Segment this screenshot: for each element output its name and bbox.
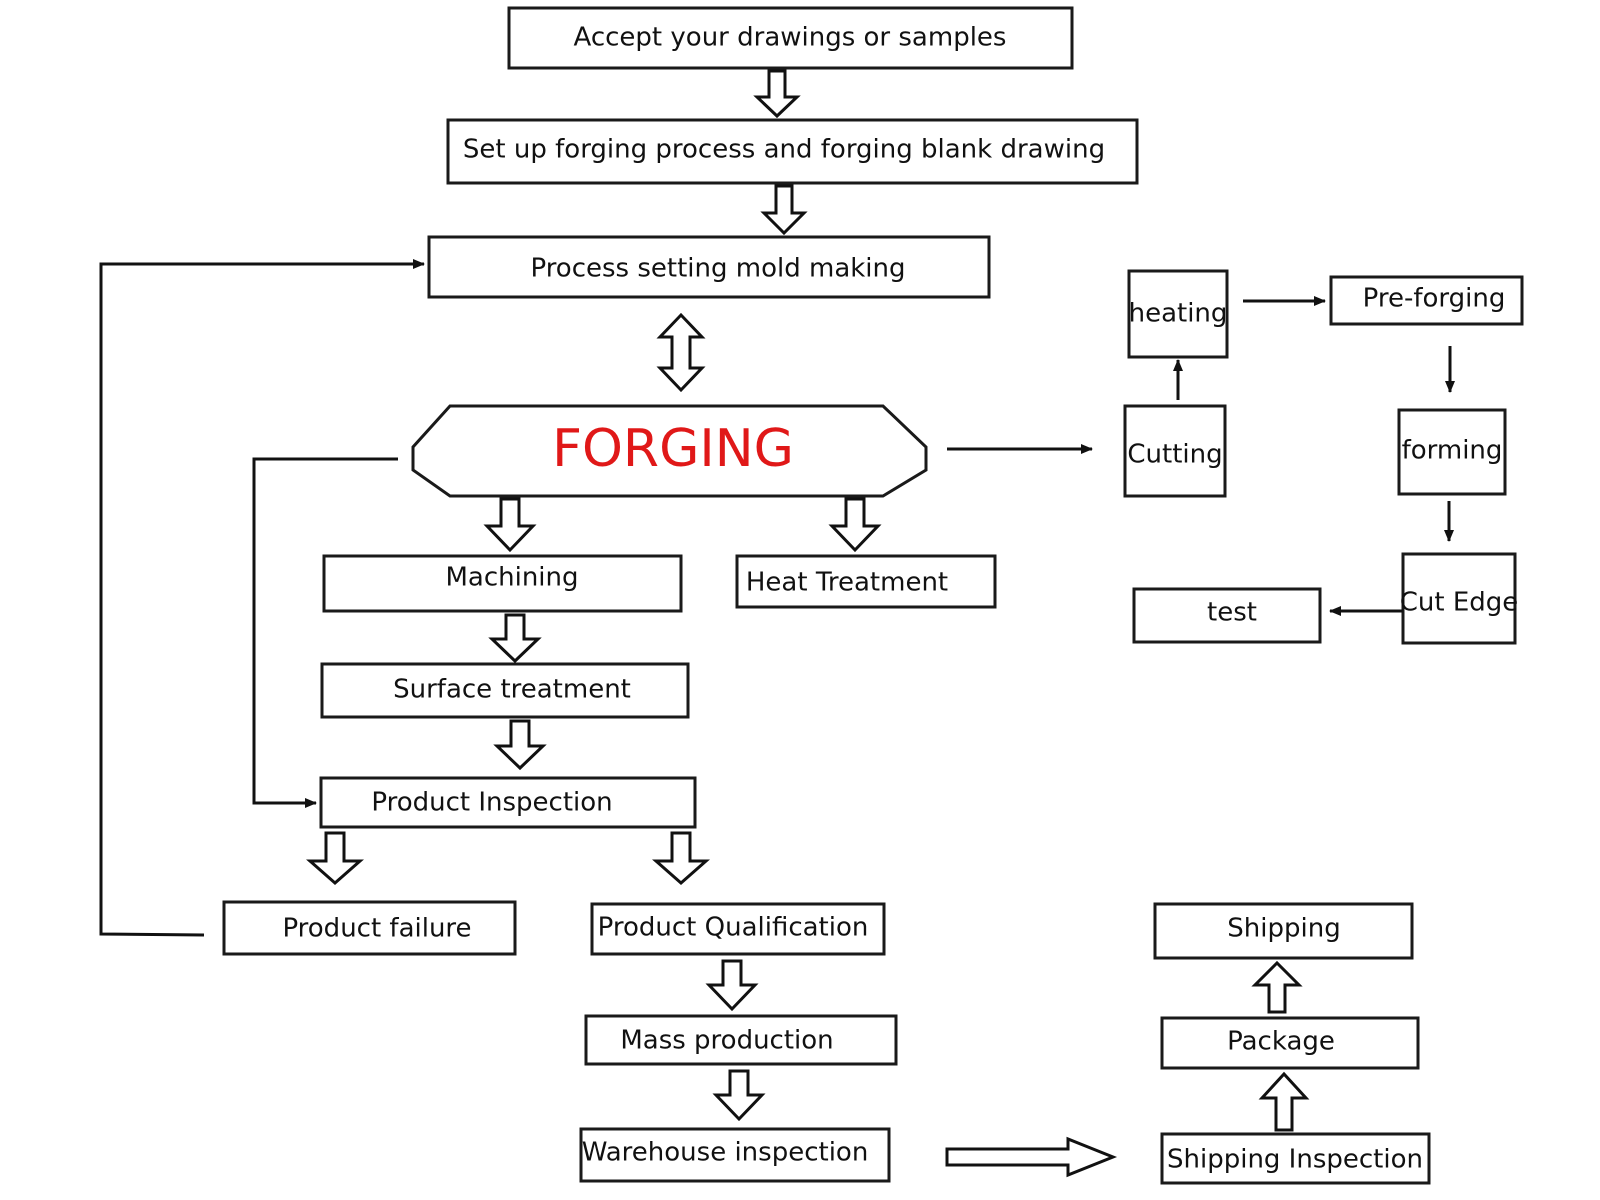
node-machining-label: Machining [445, 563, 578, 593]
node-cutting-label: Cutting [1127, 440, 1222, 470]
hollow-arrow-down [753, 69, 801, 119]
hollow-arrow-up [1258, 1071, 1310, 1132]
node-pre-forging: Pre-forging [1329, 275, 1524, 326]
node-forging-label: FORGING [552, 419, 794, 479]
node-product-qualification: Product Qualification [590, 902, 886, 956]
node-shipping-inspection-label: Shipping Inspection [1167, 1145, 1423, 1175]
node-pre-forging-label: Pre-forging [1363, 284, 1506, 314]
hollow-arrow-right [945, 1136, 1118, 1178]
node-test: test [1132, 587, 1322, 644]
node-accept: Accept your drawings or samples [507, 6, 1074, 70]
hollow-arrow-down [712, 1069, 766, 1122]
hollow-arrow-down [652, 831, 710, 885]
node-heat-treatment-label: Heat Treatment [746, 568, 948, 598]
node-shipping: Shipping [1153, 902, 1414, 960]
node-surface-treatment: Surface treatment [320, 662, 690, 719]
node-warehouse-inspection-label: Warehouse inspection [582, 1138, 869, 1168]
hollow-arrow-down [493, 719, 547, 771]
node-product-failure: Product failure [222, 900, 517, 956]
node-process-setting: Process setting mold making [427, 235, 991, 299]
node-package: Package [1160, 1016, 1420, 1070]
node-accept-label: Accept your drawings or samples [574, 23, 1007, 53]
node-cut-edge-label: Cut Edge [1400, 588, 1519, 618]
hollow-arrow-down [306, 831, 364, 885]
node-product-qualification-label: Product Qualification [598, 913, 869, 943]
node-machining: Machining [322, 554, 683, 613]
node-heat-treatment: Heat Treatment [735, 554, 997, 609]
node-setup: Set up forging process and forging blank… [446, 118, 1139, 185]
node-heating: heating [1127, 269, 1229, 359]
node-forming: forming [1397, 408, 1507, 496]
node-mass-production: Mass production [584, 1014, 898, 1066]
node-cutting: Cutting [1123, 404, 1227, 498]
hollow-arrow-down [760, 184, 808, 236]
node-setup-label: Set up forging process and forging blank… [463, 135, 1105, 165]
node-forging: FORGING [411, 404, 928, 498]
node-cut-edge: Cut Edge [1400, 552, 1519, 645]
node-product-failure-label: Product failure [282, 914, 471, 944]
node-process-setting-label: Process setting mold making [530, 254, 905, 284]
hollow-arrow-down [483, 497, 537, 553]
node-product-inspection-label: Product Inspection [371, 788, 612, 818]
node-forming-label: forming [1402, 436, 1503, 466]
node-heating-label: heating [1129, 299, 1228, 329]
node-test-label: test [1207, 598, 1257, 628]
line-forging-to-inspection [252, 457, 398, 808]
node-surface-treatment-label: Surface treatment [393, 675, 631, 705]
hollow-arrow-up [1251, 960, 1303, 1014]
node-mass-production-label: Mass production [620, 1026, 833, 1056]
hollow-arrow-down [488, 613, 542, 664]
node-package-label: Package [1227, 1027, 1335, 1057]
hollow-double-arrow [656, 312, 706, 393]
node-warehouse-inspection: Warehouse inspection [579, 1127, 891, 1183]
node-product-inspection: Product Inspection [319, 776, 697, 829]
hollow-arrow-down [705, 959, 759, 1012]
node-shipping-label: Shipping [1227, 914, 1340, 944]
feedback-line-failure-to-process [99, 259, 425, 937]
node-shipping-inspection: Shipping Inspection [1160, 1132, 1431, 1185]
hollow-arrow-down [828, 497, 882, 553]
